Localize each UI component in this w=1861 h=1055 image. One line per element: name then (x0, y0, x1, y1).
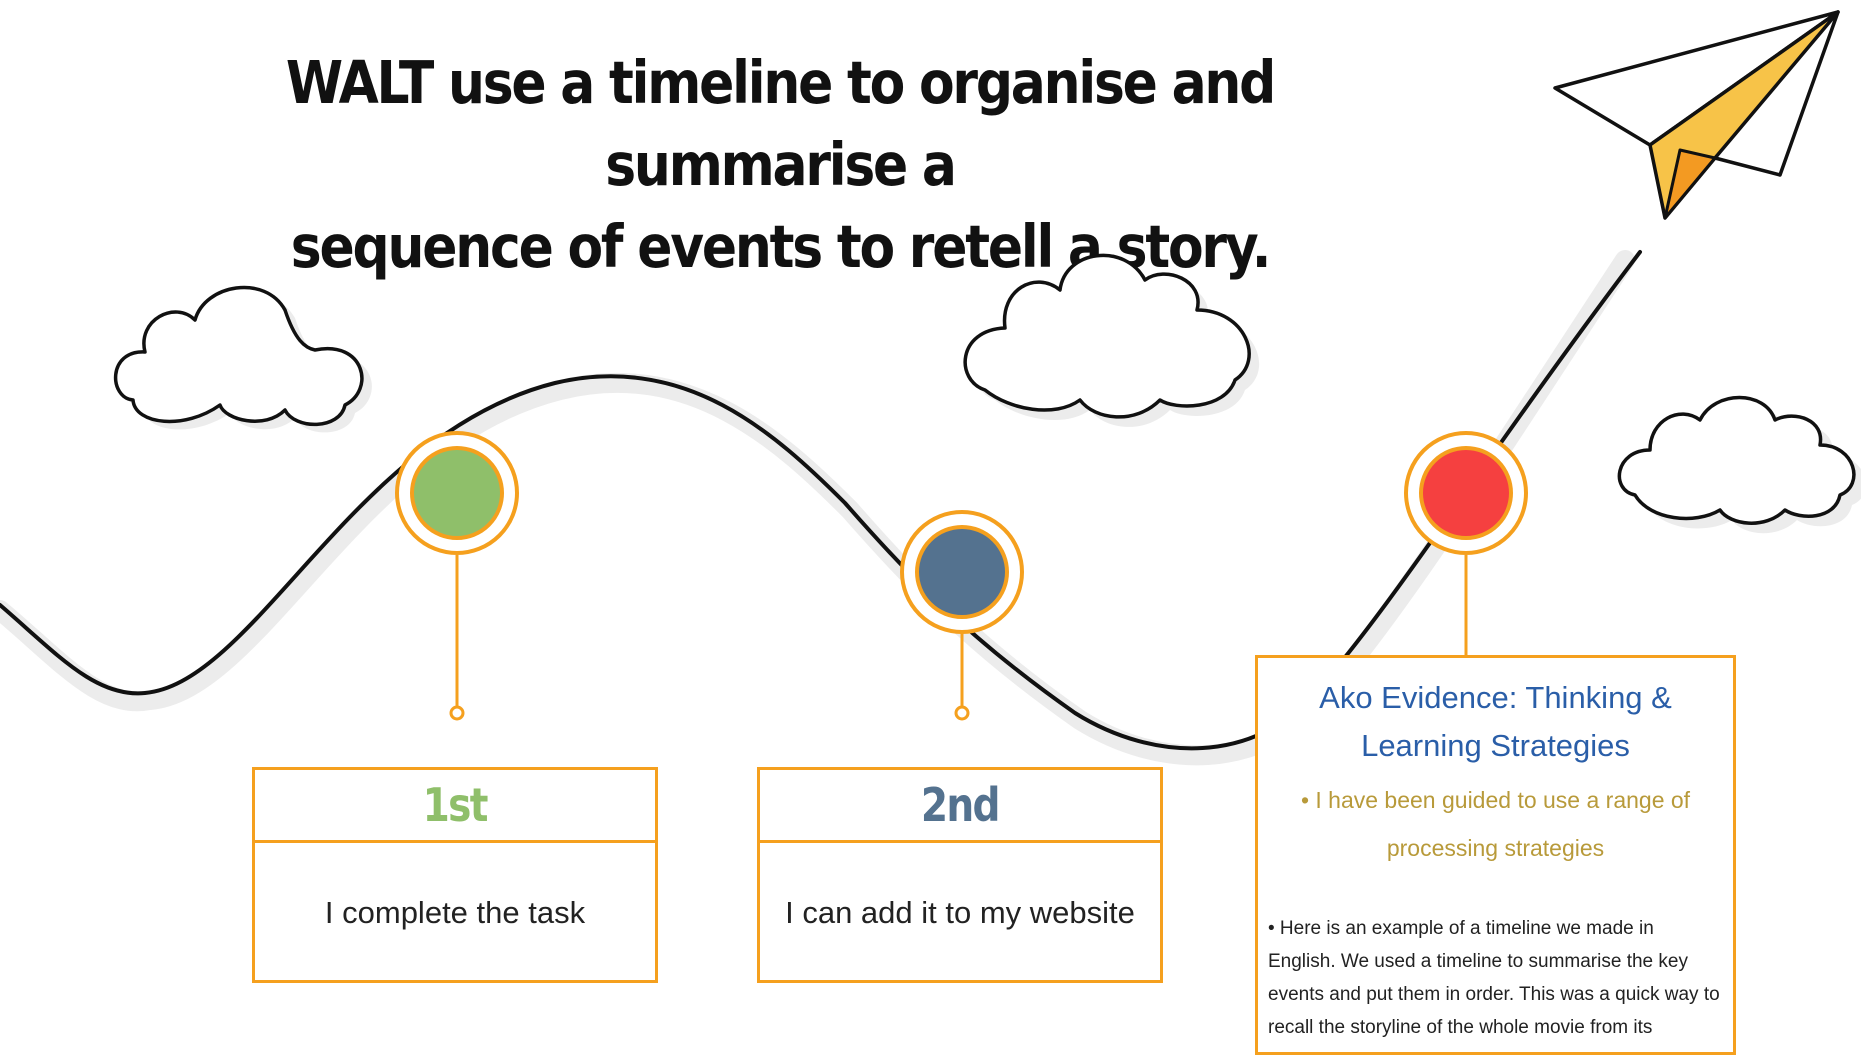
step-card-2nd: 2nd I can add it to my website (757, 767, 1163, 983)
cloud-icon (1617, 395, 1861, 534)
timeline-marker-2nd (900, 510, 1024, 634)
step-text: I can add it to my website (785, 895, 1135, 930)
paper-plane-icon (1553, 10, 1840, 220)
evidence-body: • Here is an example of a timeline we ma… (1268, 918, 1720, 1052)
timeline-path (0, 250, 1642, 751)
timeline-marker-1st (395, 431, 519, 555)
cloud-outline (113, 285, 364, 427)
connector-end (954, 705, 970, 721)
evidence-title: Ako Evidence: Thinking & Learning Strate… (1319, 680, 1672, 763)
evidence-point: • I have been guided to use a range of p… (1300, 787, 1691, 861)
evidence-card: Ako Evidence: Thinking & Learning Strate… (1255, 655, 1736, 1055)
cloud-outline (963, 253, 1251, 419)
cloud-icon (963, 253, 1260, 427)
connector-end (449, 705, 465, 721)
cloud-outline (1617, 395, 1856, 525)
cloud-icon (113, 285, 372, 433)
title-line-1: WALT use a timeline to organise and summ… (285, 48, 1277, 199)
step-card-1st: 1st I complete the task (252, 767, 658, 983)
timeline-marker-3rd (1404, 431, 1528, 555)
step-label: 2nd (760, 770, 1160, 843)
step-label: 1st (255, 770, 655, 843)
step-text: I complete the task (324, 895, 586, 930)
